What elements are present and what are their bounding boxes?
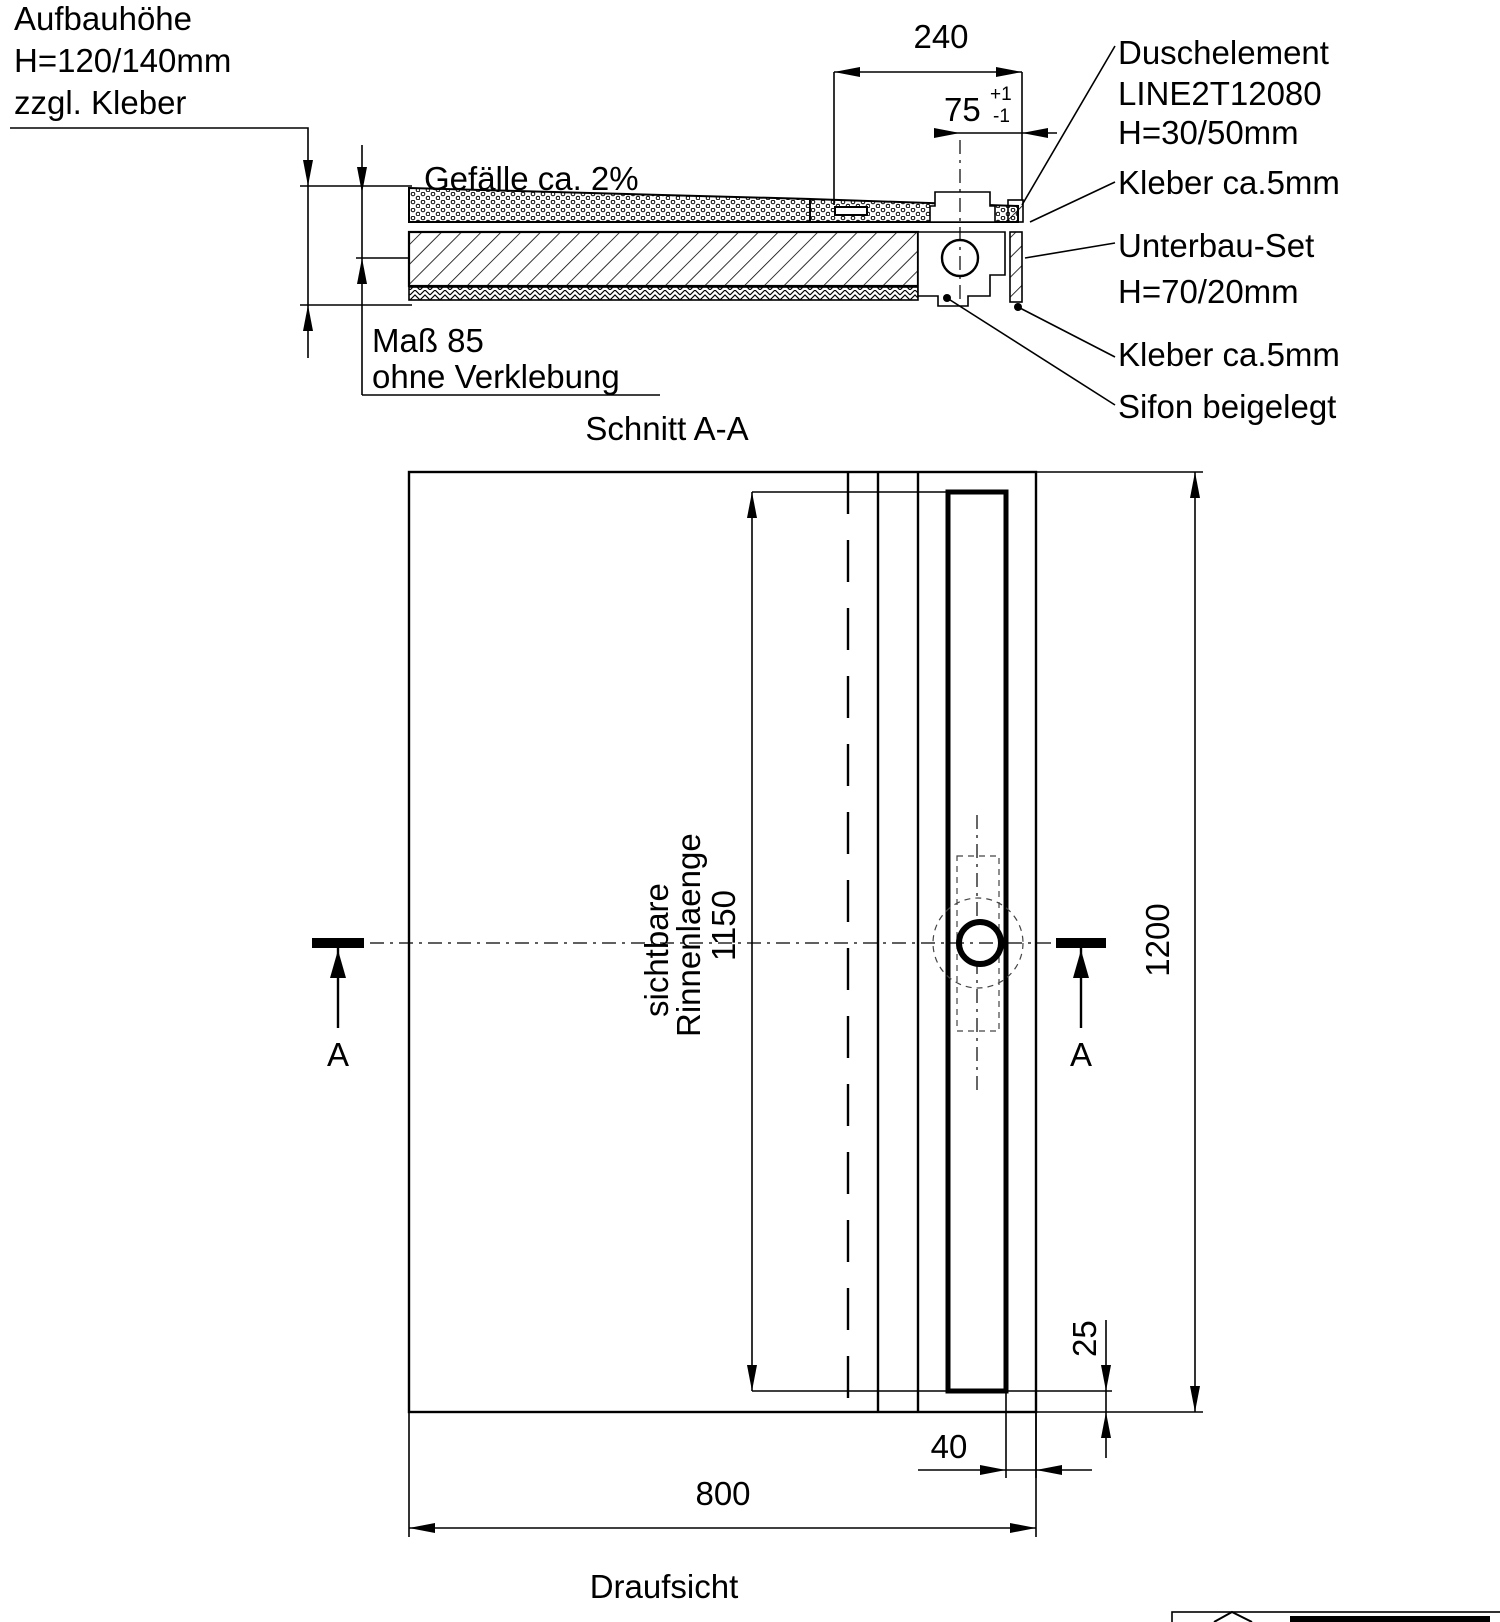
wall-edge-strip-lower bbox=[1009, 231, 1023, 303]
substructure-layer bbox=[407, 230, 920, 288]
build-height-leader bbox=[10, 127, 309, 358]
siphon-label: Sifon beigelegt bbox=[1118, 388, 1336, 425]
dim-75-label: 75 bbox=[944, 91, 981, 128]
section-title: Schnitt A-A bbox=[585, 410, 748, 447]
build-height-line-3: zzgl. Kleber bbox=[14, 84, 186, 121]
shower-element-line-2: LINE2T12080 bbox=[1118, 75, 1322, 112]
arrow-right-icon bbox=[934, 128, 960, 138]
adhesive-bottom-leader bbox=[1017, 306, 1116, 358]
adhesive-bottom-label: Kleber ca.5mm bbox=[1118, 336, 1340, 373]
shower-element-line-3: H=30/50mm bbox=[1118, 114, 1299, 151]
logo bbox=[1171, 1610, 1500, 1622]
channel-length-line-2: Rinnenlaenge bbox=[670, 833, 707, 1037]
section-marker-right bbox=[1056, 938, 1106, 948]
section-mark-left: A bbox=[327, 1036, 349, 1073]
arrow-down-icon bbox=[303, 160, 313, 186]
siphon-leader bbox=[946, 297, 1116, 406]
dim-40-label: 40 bbox=[931, 1428, 968, 1465]
arrow-left-icon bbox=[409, 1523, 435, 1533]
arrow-down-icon bbox=[1101, 1365, 1111, 1391]
drain-channel bbox=[945, 489, 1009, 1394]
dim-240-label: 240 bbox=[913, 18, 968, 55]
logo-wordmark bbox=[1290, 1616, 1490, 1622]
adhesive-top-leader bbox=[1029, 181, 1116, 223]
drain-body bbox=[929, 191, 996, 223]
house-icon bbox=[1213, 1610, 1253, 1622]
arrow-left-icon bbox=[1022, 128, 1048, 138]
tray-outline bbox=[407, 470, 1038, 1414]
section-marker-left bbox=[312, 938, 364, 948]
tile-edge-profile bbox=[834, 206, 868, 216]
section-view: Aufbauhöhe H=120/140mm zzgl. Kleber Maß … bbox=[10, 0, 1340, 447]
arrow-right-icon bbox=[1010, 1523, 1036, 1533]
arrow-right-icon bbox=[996, 67, 1022, 77]
shower-element-layer bbox=[408, 186, 811, 223]
siphon-housing bbox=[917, 231, 1006, 307]
arrow-left-icon bbox=[834, 67, 860, 77]
leader-dot bbox=[943, 294, 951, 302]
arrow-up-icon bbox=[747, 492, 757, 518]
arrow-right-icon bbox=[980, 1465, 1006, 1475]
arrow-up-icon bbox=[1190, 472, 1200, 498]
dim-1200-label: 1200 bbox=[1139, 903, 1176, 976]
arrow-up-icon bbox=[1073, 950, 1089, 978]
adhesive-top-label: Kleber ca.5mm bbox=[1118, 164, 1340, 201]
dim-75-tol-plus: +1 bbox=[990, 84, 1012, 105]
arrow-down-icon bbox=[1190, 1386, 1200, 1412]
build-height-line-2: H=120/140mm bbox=[14, 42, 231, 79]
arrow-down-icon bbox=[357, 167, 367, 193]
channel-length-line-1: sichtbare bbox=[638, 883, 675, 1017]
dim-25-label: 25 bbox=[1066, 1320, 1103, 1357]
shower-element-line-1: Duschelement bbox=[1118, 34, 1329, 71]
dim-800-label: 800 bbox=[695, 1475, 750, 1512]
arrow-down-icon bbox=[747, 1365, 757, 1391]
drain-flange-hidden bbox=[932, 897, 1024, 989]
substructure-leader bbox=[1024, 242, 1116, 259]
build-height-line-1: Aufbauhöhe bbox=[14, 0, 192, 37]
plan-title: Draufsicht bbox=[590, 1568, 739, 1605]
arrow-up-icon bbox=[303, 305, 313, 331]
wall-edge-strip bbox=[1007, 199, 1024, 223]
measure-85-line-2: ohne Verklebung bbox=[372, 358, 620, 395]
adhesive-bottom-layer bbox=[408, 286, 919, 301]
arrow-up-icon bbox=[330, 950, 346, 978]
shower-element-leader bbox=[1021, 45, 1116, 206]
substructure-line-2: H=70/20mm bbox=[1118, 273, 1299, 310]
measure-85-line-1: Maß 85 bbox=[372, 322, 484, 359]
channel-length-label: sichtbare Rinnenlaenge 1150 bbox=[638, 833, 742, 1037]
arrow-up-icon bbox=[1101, 1412, 1111, 1438]
dim-75-tol-minus: -1 bbox=[993, 106, 1010, 127]
arrow-left-icon bbox=[1036, 1465, 1062, 1475]
plan-view: A A sichtbare Rinnenlaenge 1150 1200 25 bbox=[312, 470, 1203, 1605]
channel-length-line-3: 1150 bbox=[705, 890, 742, 961]
arrow-up-icon bbox=[357, 258, 367, 284]
leader-dot bbox=[1014, 303, 1022, 311]
section-mark-right: A bbox=[1070, 1036, 1092, 1073]
substructure-line-1: Unterbau-Set bbox=[1118, 227, 1314, 264]
